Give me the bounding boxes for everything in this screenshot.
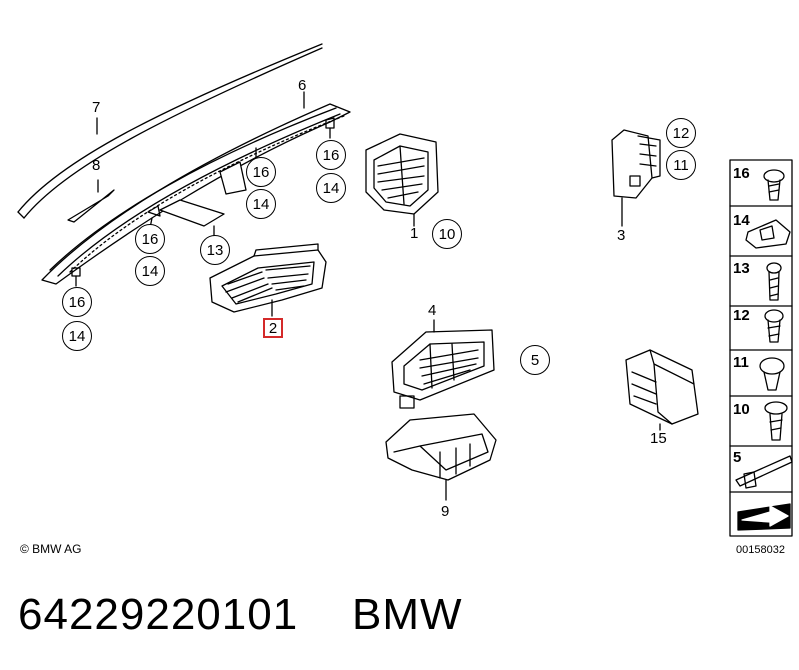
callout-6: 6 [298, 77, 307, 94]
part-3-bracket [611, 129, 661, 227]
circle-callout-16: 16 [316, 140, 346, 170]
circle-callout-14: 14 [135, 256, 165, 286]
copyright-text: © BMW AG [20, 542, 82, 556]
part-15-filter [625, 349, 699, 431]
legend-item-16: 16 [733, 165, 750, 182]
legend-item-11: 11 [733, 354, 749, 371]
circle-callout-13: 13 [200, 235, 230, 265]
part-9-duct [385, 413, 497, 501]
circle-callout-14: 14 [316, 173, 346, 203]
circle-callout-16: 16 [246, 157, 276, 187]
circle-callout-14: 14 [62, 321, 92, 351]
part-13-panel [147, 147, 257, 237]
circle-callout-10: 10 [432, 219, 462, 249]
circle-callout-16: 16 [135, 224, 165, 254]
diagram-id: 00158032 [736, 544, 785, 556]
callout-3: 3 [617, 227, 626, 244]
brand-name: BMW [352, 590, 463, 639]
legend-item-10: 10 [733, 401, 750, 418]
part-number: 64229220101 [18, 590, 299, 639]
circle-callout-5: 5 [520, 345, 550, 375]
callout-4: 4 [428, 302, 437, 319]
circle-callout-12: 12 [666, 118, 696, 148]
circle-callout-16: 16 [62, 287, 92, 317]
legend-item-5: 5 [733, 449, 742, 466]
callout-9: 9 [441, 503, 450, 520]
part-4-rear-vent [391, 319, 495, 409]
callout-1: 1 [410, 225, 419, 242]
circle-callout-11: 11 [666, 150, 696, 180]
part-8-cover [67, 179, 115, 223]
circle-callout-14: 14 [246, 189, 276, 219]
callout-8: 8 [92, 157, 101, 174]
part-2-center-vent [209, 243, 327, 317]
legend-icons [735, 169, 793, 531]
callout-15: 15 [650, 430, 667, 447]
callout-2-highlighted[interactable]: 2 [263, 318, 283, 338]
part-1-side-vent [365, 133, 439, 227]
callout-7: 7 [92, 99, 101, 116]
legend-item-14: 14 [733, 212, 750, 229]
part-7-trim-strip [17, 43, 323, 219]
legend-item-12: 12 [733, 307, 750, 324]
part-6-dash-trim [41, 91, 351, 287]
legend-frame [729, 159, 793, 537]
legend-item-13: 13 [733, 260, 750, 277]
